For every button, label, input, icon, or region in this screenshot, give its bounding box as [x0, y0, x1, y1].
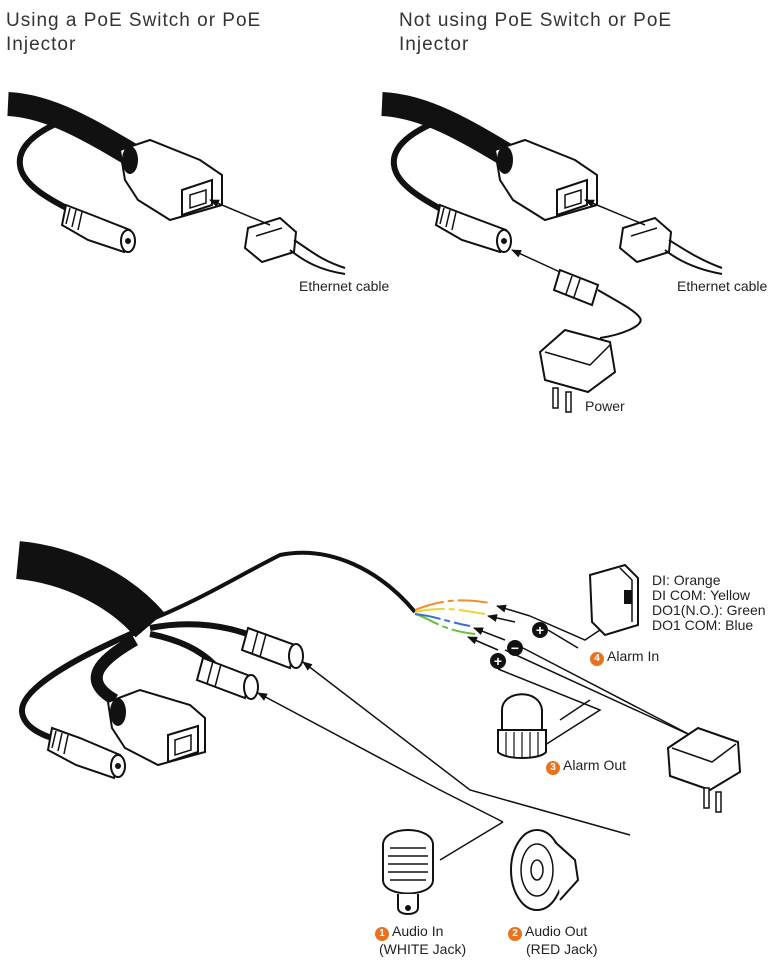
rca-jack-red: [240, 626, 304, 670]
legend-do1-com: DO1 COM: Blue: [652, 617, 754, 633]
io-wiring-diagram: + − +: [15, 541, 742, 915]
alarm-wires: [414, 599, 491, 635]
legend-di: DI: Orange: [652, 572, 721, 588]
rca-jack-white: [195, 656, 259, 700]
minus-symbol: −: [511, 640, 519, 656]
legend-do1: DO1(N.O.): Green: [652, 602, 766, 618]
badge-2: 2: [508, 927, 522, 941]
badge-3: 3: [546, 761, 560, 775]
plus-symbol-2: +: [494, 653, 502, 669]
audio-out-text: Audio Out: [525, 923, 588, 939]
ethernet-arrow-left: [209, 199, 271, 226]
alarm-out-beacon: [497, 693, 547, 759]
badge-4: 4: [590, 652, 604, 666]
plus-symbol: +: [536, 622, 544, 638]
alarm-in-text: Alarm In: [607, 648, 660, 664]
power-arrow: [511, 249, 561, 273]
dc-power-jack-bottom: [46, 726, 126, 780]
speaker: [510, 829, 580, 911]
poe-diagram: [7, 92, 346, 275]
audio-out-arrow: [302, 661, 631, 836]
dc-power-jack-left: [60, 203, 136, 254]
rj45-housing-bottom: [106, 688, 206, 767]
alarm-in-sensor: [588, 563, 639, 637]
heading-no-poe-line2: Injector: [399, 34, 470, 55]
label-ethernet-cable-right: Ethernet cable: [677, 278, 768, 294]
alarm-out-text: Alarm Out: [563, 757, 627, 773]
wire-legend: DI: Orange DI COM: Yellow DO1(N.O.): Gre…: [652, 573, 766, 633]
dc-plug: [552, 268, 642, 339]
dc-power-jack-right: [434, 203, 512, 254]
label-ethernet-cable-left: Ethernet cable: [299, 278, 390, 294]
heading-poe-line2: Injector: [6, 34, 77, 55]
audio-in-text: Audio In: [392, 923, 444, 939]
label-power: Power: [585, 398, 625, 414]
rj45-housing-left: [118, 138, 223, 222]
heading-poe-line1: Using a PoE Switch or PoE: [6, 10, 262, 31]
microphone: [382, 829, 434, 915]
audio-in-arrow: [257, 692, 504, 823]
ethernet-arrow-right: [584, 199, 646, 226]
heading-no-poe: Not using PoE Switch or PoE Injector: [399, 9, 672, 57]
rj45-housing-right: [493, 138, 598, 222]
minus-badge: −: [507, 640, 523, 656]
plus-badge-alarm-out: +: [490, 653, 506, 669]
badge-1: 1: [375, 927, 389, 941]
audio-in-sub: (WHITE Jack): [379, 941, 467, 957]
power-adapter-top: [538, 328, 617, 413]
heading-no-poe-line1: Not using PoE Switch or PoE: [399, 10, 673, 31]
ethernet-plug-right: [618, 216, 723, 275]
audio-out-sub: (RED Jack): [526, 941, 598, 957]
no-poe-diagram: [381, 92, 723, 413]
plus-badge-alarm-in: +: [532, 622, 548, 638]
legend-di-com: DI COM: Yellow: [652, 587, 751, 603]
heading-poe: Using a PoE Switch or PoE Injector: [6, 9, 261, 57]
ethernet-plug-left: [243, 216, 346, 275]
power-adapter-bottom: [666, 726, 742, 813]
